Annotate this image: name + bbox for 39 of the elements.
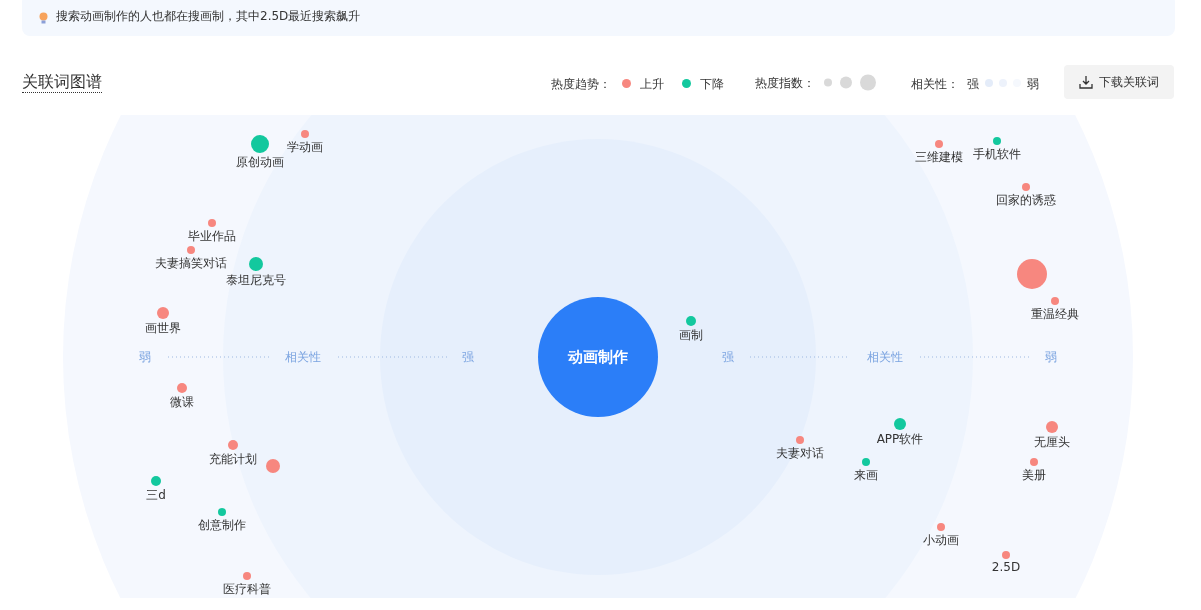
keyword-label: 充能计划 — [209, 451, 257, 468]
axis-label: 强 — [462, 349, 474, 366]
keyword-label: 画制 — [679, 327, 703, 344]
keyword-label: 夫妻搞笑对话 — [155, 255, 227, 272]
keyword-label: 小动画 — [923, 532, 959, 549]
keyword-label: 画世界 — [145, 320, 181, 337]
keyword-label: 创意制作 — [198, 517, 246, 534]
legend-text: 强 — [967, 76, 979, 93]
keyword-label: 回家的诱惑 — [996, 192, 1056, 209]
axis-label: 强 — [722, 349, 734, 366]
keyword-label: 医疗科普 — [223, 581, 271, 598]
axis-label: 弱 — [1045, 349, 1057, 366]
legend-text: 弱 — [1027, 76, 1039, 93]
keyword-label: 来画 — [854, 467, 878, 484]
legend-text: 下降 — [700, 76, 724, 93]
legend-heading: 热度趋势： — [551, 76, 611, 93]
keyword-label: 三d — [146, 487, 166, 504]
keyword-label: 手机软件 — [973, 146, 1021, 163]
keyword-label: 毕业作品 — [188, 228, 236, 245]
legend-heading: 热度指数： — [755, 75, 815, 92]
keyword-label: 微课 — [170, 394, 194, 411]
axis-label: 相关性 — [285, 349, 321, 366]
keyword-label: 夫妻对话 — [776, 445, 824, 462]
keyword-label: 三维建模 — [915, 149, 963, 166]
keyword-label: 泰坦尼克号 — [226, 272, 286, 289]
keyword-label: 学动画 — [287, 139, 323, 156]
legend-text: 上升 — [640, 76, 664, 93]
keyword-label: 原创动画 — [236, 154, 284, 171]
keyword-label: 重温经典 — [1031, 306, 1079, 323]
keyword-label: APP软件 — [876, 431, 924, 448]
keyword-label: 美册 — [1022, 467, 1046, 484]
section-title: 关联词图谱 — [22, 72, 102, 93]
legend-heading: 相关性： — [911, 76, 959, 93]
axis-label: 相关性 — [867, 349, 903, 366]
download-button: 下载关联词 — [1064, 65, 1174, 99]
keyword-label: 无厘头 — [1034, 434, 1070, 451]
notice-text: 搜索动画制作的人也都在搜画制，其中2.5D最近搜索飙升 — [56, 8, 361, 25]
axis-label: 弱 — [139, 349, 151, 366]
keyword-label: 2.5D — [991, 560, 1021, 574]
